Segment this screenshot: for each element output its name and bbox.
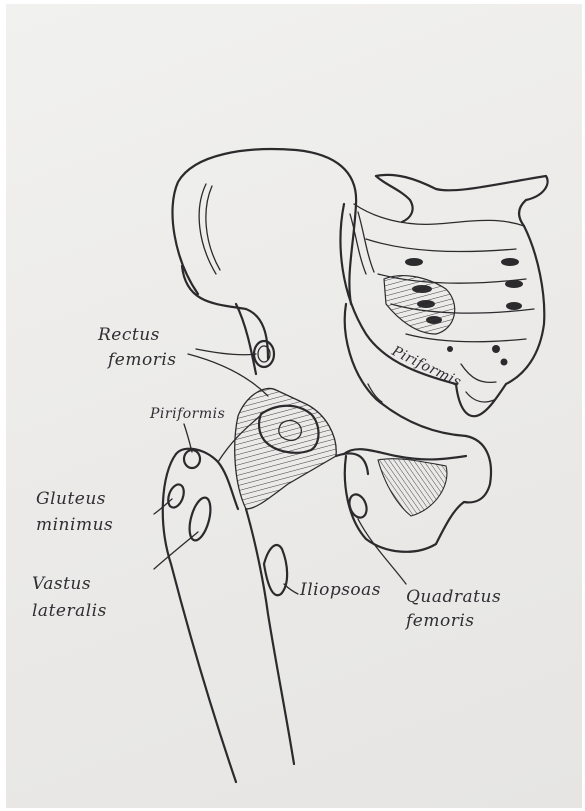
rectus-femoris-attachment xyxy=(254,341,274,367)
label-gluteus-minimus-line2: minimus xyxy=(36,515,113,535)
piriformis-muscle-hatch xyxy=(384,276,455,334)
label-iliopsoas: Iliopsoas xyxy=(299,580,381,600)
hip-anatomy-sketch: Rectus femoris Piriformis Piriformis Glu… xyxy=(6,4,582,808)
label-rectus-femoris-line1: Rectus xyxy=(97,325,160,345)
label-quadratus-femoris-line2: femoris xyxy=(404,611,475,631)
piriformis-attachment xyxy=(184,450,200,468)
label-vastus-lateralis-line1: Vastus xyxy=(32,574,91,594)
quadratus-femoris-muscle-hatch xyxy=(378,459,447,516)
label-vastus-lateralis-line2: lateralis xyxy=(32,601,107,621)
label-quadratus-femoris-line1: Quadratus xyxy=(406,587,501,607)
label-piriformis-femur: Piriformis xyxy=(149,406,225,422)
label-gluteus-minimus-line1: Gluteus xyxy=(36,489,106,509)
label-rectus-femoris-line2: femoris xyxy=(106,350,177,370)
paper-sheet: Rectus femoris Piriformis Piriformis Glu… xyxy=(6,4,582,808)
gluteus-minimus-attachment xyxy=(165,482,186,509)
quadratus-femoris-attachment xyxy=(346,492,369,520)
vastus-lateralis-attachment xyxy=(186,495,215,542)
